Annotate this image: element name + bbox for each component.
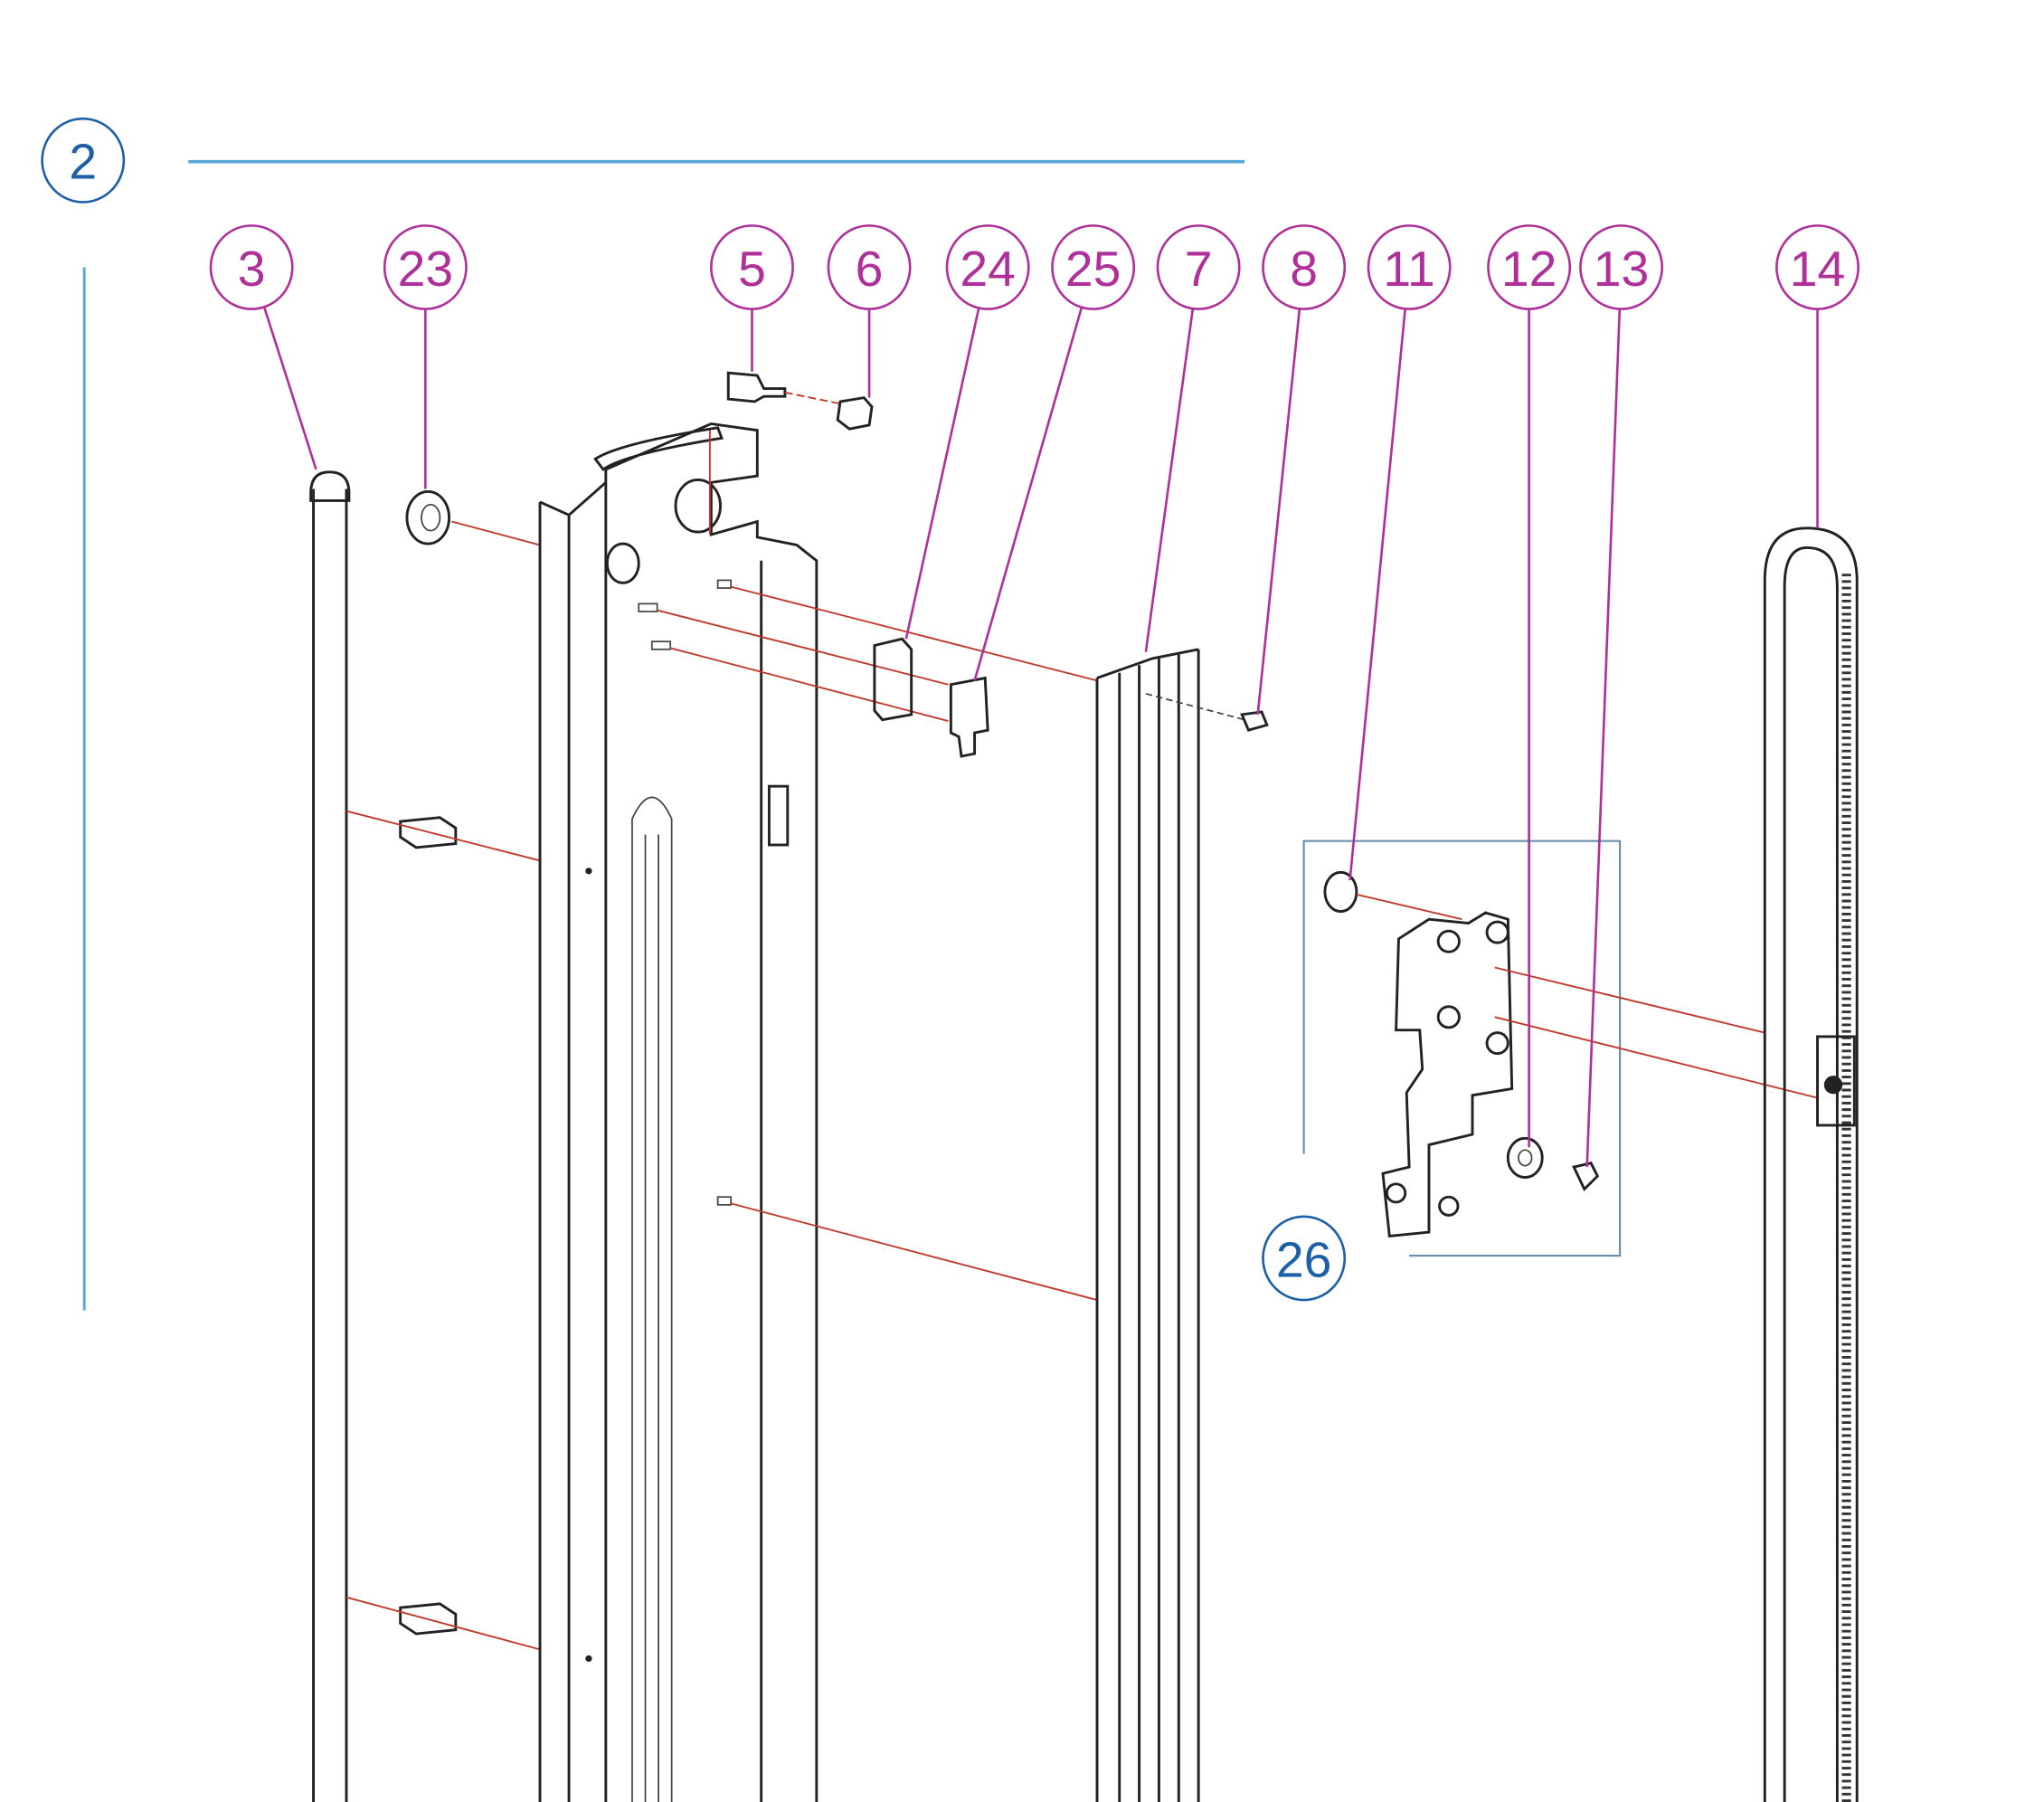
callout-circle	[710, 224, 794, 310]
part-24-plate	[873, 637, 913, 722]
callout-11: 11	[1367, 224, 1452, 310]
callout-label: 8	[1290, 241, 1318, 297]
hinge-bracket	[1381, 911, 1818, 1238]
leader-line-8	[1256, 307, 1301, 716]
group-callout-label: 26	[1276, 1232, 1332, 1288]
callout-label: 3	[238, 241, 266, 297]
group-callout-26: 26	[1262, 1215, 1347, 1302]
callout-12: 12	[1487, 224, 1572, 310]
part-6-nut	[836, 396, 874, 431]
callout-circle	[1156, 224, 1241, 310]
callout-label: 5	[738, 241, 766, 297]
part-13-screw	[1572, 1162, 1600, 1192]
callout-25: 25	[1051, 224, 1136, 310]
leader-line-25	[973, 306, 1084, 681]
callout-label: 7	[1185, 241, 1213, 297]
callout-label: 24	[960, 241, 1016, 297]
callout-label: 6	[856, 241, 884, 297]
callout-label: 25	[1065, 241, 1121, 297]
part-11-nut	[1323, 870, 1462, 921]
callout-14: 14	[1775, 224, 1859, 310]
callout-label: 13	[1594, 241, 1650, 297]
group-26-frame	[1302, 839, 1622, 1257]
callout-label: 23	[398, 241, 454, 297]
callout-23: 23	[383, 224, 468, 310]
callout-circle	[1579, 224, 1664, 310]
part-23-grommet	[405, 489, 541, 546]
callout-circle	[827, 224, 912, 310]
part-14-belt	[1763, 526, 1859, 1802]
callout-circle	[41, 117, 126, 204]
leader-line-7	[1144, 307, 1195, 652]
callouts: 3 23 5 6 24 25 7 8 11 12 13 14 2 26	[41, 117, 1859, 1302]
callout-circle	[383, 224, 468, 310]
callout-circle	[1262, 1215, 1347, 1302]
callout-13: 13	[1579, 224, 1664, 310]
main-profile	[538, 422, 819, 1802]
part-7-strip	[1095, 648, 1245, 1802]
part-3-rod	[309, 470, 541, 1802]
callout-7: 7	[1156, 224, 1241, 310]
callout-circle	[1051, 224, 1136, 310]
leader-line-11	[1348, 307, 1407, 881]
callout-3: 3	[209, 224, 294, 310]
callout-label: 12	[1501, 241, 1557, 297]
callout-label: 11	[1383, 241, 1434, 297]
leader-line-13	[1585, 308, 1622, 1168]
callout-24: 24	[945, 224, 1030, 310]
group-callout-label: 2	[69, 134, 97, 190]
callout-6: 6	[827, 224, 912, 310]
callout-5: 5	[710, 224, 794, 310]
leader-line-24	[904, 306, 980, 640]
callout-circle	[1487, 224, 1572, 310]
leader-line-3	[262, 305, 317, 470]
part-8-screw	[1240, 710, 1269, 732]
callout-circle	[945, 224, 1030, 310]
callout-circle	[1775, 224, 1859, 310]
part-5-bolt	[726, 371, 844, 405]
group-callout-2: 2	[41, 117, 126, 204]
callout-circle	[1262, 224, 1347, 310]
pins	[638, 579, 1098, 1301]
part-25-clip	[949, 676, 989, 758]
callout-circle	[209, 224, 294, 310]
part-12-washer	[1506, 1136, 1544, 1180]
callout-8: 8	[1262, 224, 1347, 310]
callout-label: 14	[1790, 241, 1846, 297]
callout-circle	[1367, 224, 1452, 310]
callout-leaders	[262, 305, 1819, 1168]
